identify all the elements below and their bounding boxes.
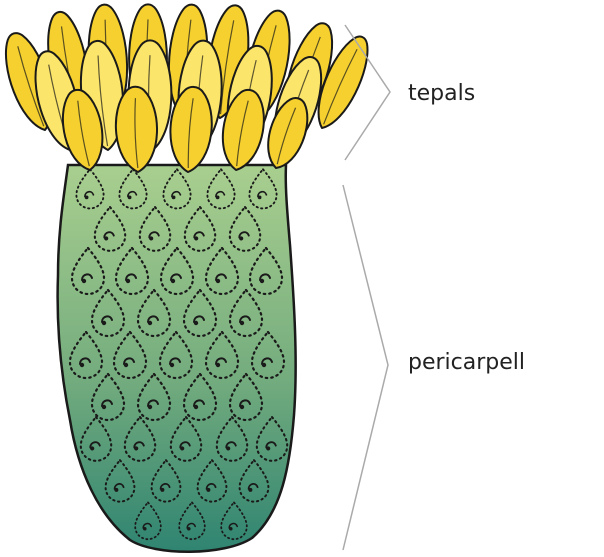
pericarpell-callout-line [343,185,388,550]
tepals-label: tepals [408,81,475,107]
pericarpell-label: pericarpell [408,350,525,376]
tepals-cluster [0,3,377,174]
